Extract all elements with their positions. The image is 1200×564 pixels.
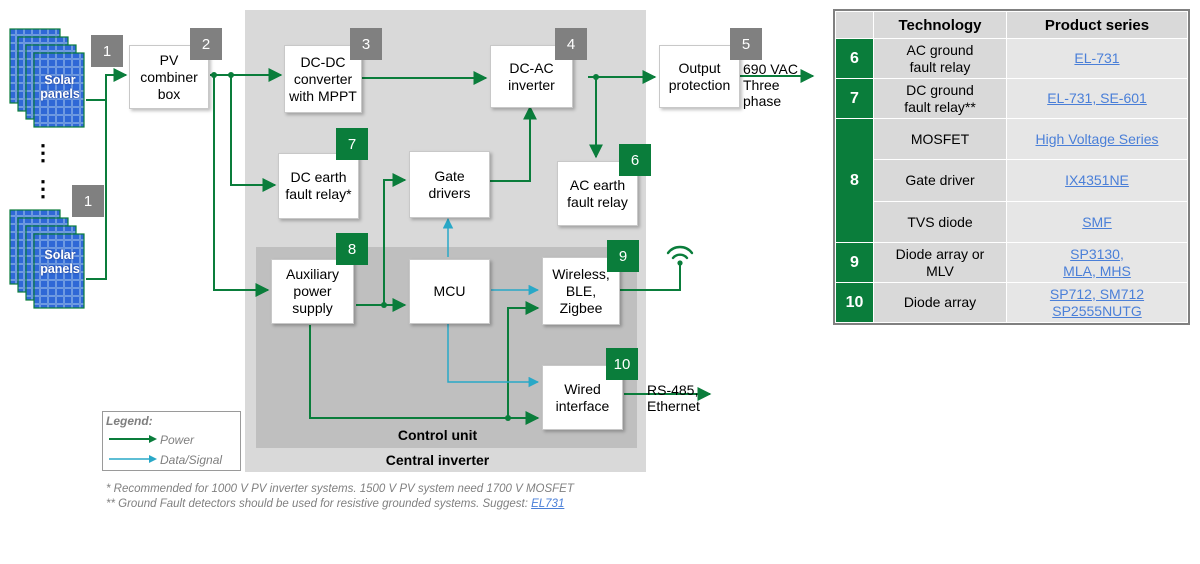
table-row-products[interactable]: High Voltage Series bbox=[1006, 118, 1188, 160]
mcu-box: MCU bbox=[409, 259, 490, 324]
ellipsis-bottom: ⋮ bbox=[32, 176, 54, 201]
badge-solar-bottom: 1 bbox=[72, 185, 104, 217]
table-row-technology: DC ground fault relay** bbox=[873, 78, 1007, 119]
badge-aux-power: 8 bbox=[336, 233, 368, 265]
table-row-products[interactable]: EL-731, SE-601 bbox=[1006, 78, 1188, 119]
dcac-inverter-box: DC-AC inverter bbox=[490, 45, 573, 108]
dcdc-converter-box: DC-DC converter with MPPT bbox=[284, 45, 362, 113]
legend-power-arrow bbox=[109, 435, 157, 443]
table-row-technology: MOSFET bbox=[873, 118, 1007, 160]
badge-wireless: 9 bbox=[607, 240, 639, 272]
table-row: 10 Diode array SP712, SM712 SP2555NUTG bbox=[835, 282, 1188, 323]
badge-solar-top: 1 bbox=[91, 35, 123, 67]
solar-panels-top-label: Solar panels bbox=[40, 73, 80, 101]
badge-pv-combiner: 2 bbox=[190, 28, 222, 60]
table-row-technology: TVS diode bbox=[873, 201, 1007, 243]
legend-data-label: Data/Signal bbox=[160, 453, 223, 467]
ac-earth-fault-relay-box: AC earth fault relay bbox=[557, 161, 638, 226]
table-row-technology: Gate driver bbox=[873, 159, 1007, 202]
table-row-num: 10 bbox=[835, 282, 874, 323]
dc-earth-fault-relay-box: DC earth fault relay* bbox=[278, 153, 359, 219]
badge-ac-earth: 6 bbox=[619, 144, 651, 176]
ac-output-label: 690 VAC Three phase bbox=[743, 61, 798, 109]
output-protection-box: Output protection bbox=[659, 45, 740, 108]
table-row-num: 8 bbox=[835, 118, 874, 243]
badge-dc-earth: 7 bbox=[336, 128, 368, 160]
central-inverter-label: Central inverter bbox=[385, 452, 490, 468]
badge-dcdc: 3 bbox=[350, 28, 382, 60]
table-row-products[interactable]: SMF bbox=[1006, 201, 1188, 243]
table-row-products[interactable]: IX4351NE bbox=[1006, 159, 1188, 202]
table-header-row: Technology Product series bbox=[835, 11, 1188, 39]
table-header-technology: Technology bbox=[873, 11, 1007, 39]
legend-title: Legend: bbox=[106, 414, 153, 428]
table-row-products[interactable]: SP3130, MLA, MHS bbox=[1006, 242, 1188, 283]
ellipsis-top: ⋮ bbox=[32, 140, 54, 165]
badge-output-protection: 5 bbox=[730, 28, 762, 60]
product-table: Technology Product series 6 AC ground fa… bbox=[833, 9, 1190, 325]
auxiliary-power-supply-box: Auxiliary power supply bbox=[271, 259, 354, 324]
table-row-technology: AC ground fault relay bbox=[873, 38, 1007, 79]
legend-power-label: Power bbox=[160, 433, 195, 447]
table-row-num: 6 bbox=[835, 38, 874, 79]
table-header-num bbox=[835, 11, 874, 39]
table-row: 9 Diode array or MLV SP3130, MLA, MHS bbox=[835, 242, 1188, 283]
badge-wired: 10 bbox=[606, 348, 638, 380]
table-row-products[interactable]: EL-731 bbox=[1006, 38, 1188, 79]
table-row: TVS diode SMF bbox=[836, 201, 1188, 243]
solar-panels-bottom-icon bbox=[9, 209, 85, 309]
table-row-technology: Diode array or MLV bbox=[873, 242, 1007, 283]
wireless-signal-icon bbox=[666, 245, 694, 266]
gate-drivers-box: Gate drivers bbox=[409, 151, 490, 218]
footnote-1: * Recommended for 1000 V PV inverter sys… bbox=[106, 483, 574, 495]
footnote-2: ** Ground Fault detectors should be used… bbox=[106, 498, 564, 510]
table-row-products[interactable]: SP712, SM712 SP2555NUTG bbox=[1006, 282, 1188, 323]
table-row: 6 AC ground fault relay EL-731 bbox=[835, 38, 1188, 79]
legend: Legend: Power Data/Signal bbox=[102, 411, 241, 471]
legend-data-arrow bbox=[109, 455, 157, 463]
badge-dcac: 4 bbox=[555, 28, 587, 60]
table-row: 8 MOSFET High Voltage Series bbox=[835, 118, 1188, 243]
wired-output-label: RS-485, Ethernet bbox=[647, 382, 700, 414]
solar-panels-top-icon bbox=[9, 28, 85, 128]
footnote-2-text: ** Ground Fault detectors should be used… bbox=[106, 498, 532, 510]
table-header-product-series: Product series bbox=[1006, 11, 1188, 39]
table-row-num: 9 bbox=[835, 242, 874, 283]
solar-panels-bottom-label: Solar panels bbox=[40, 248, 80, 276]
footnote-2-link[interactable]: EL731 bbox=[531, 498, 565, 510]
table-row-num: 7 bbox=[835, 78, 874, 119]
table-row-technology: Diode array bbox=[873, 282, 1007, 323]
table-row: 7 DC ground fault relay** EL-731, SE-601 bbox=[835, 78, 1188, 119]
control-unit-label: Control unit bbox=[397, 427, 478, 443]
table-row: Gate driver IX4351NE bbox=[836, 159, 1188, 202]
